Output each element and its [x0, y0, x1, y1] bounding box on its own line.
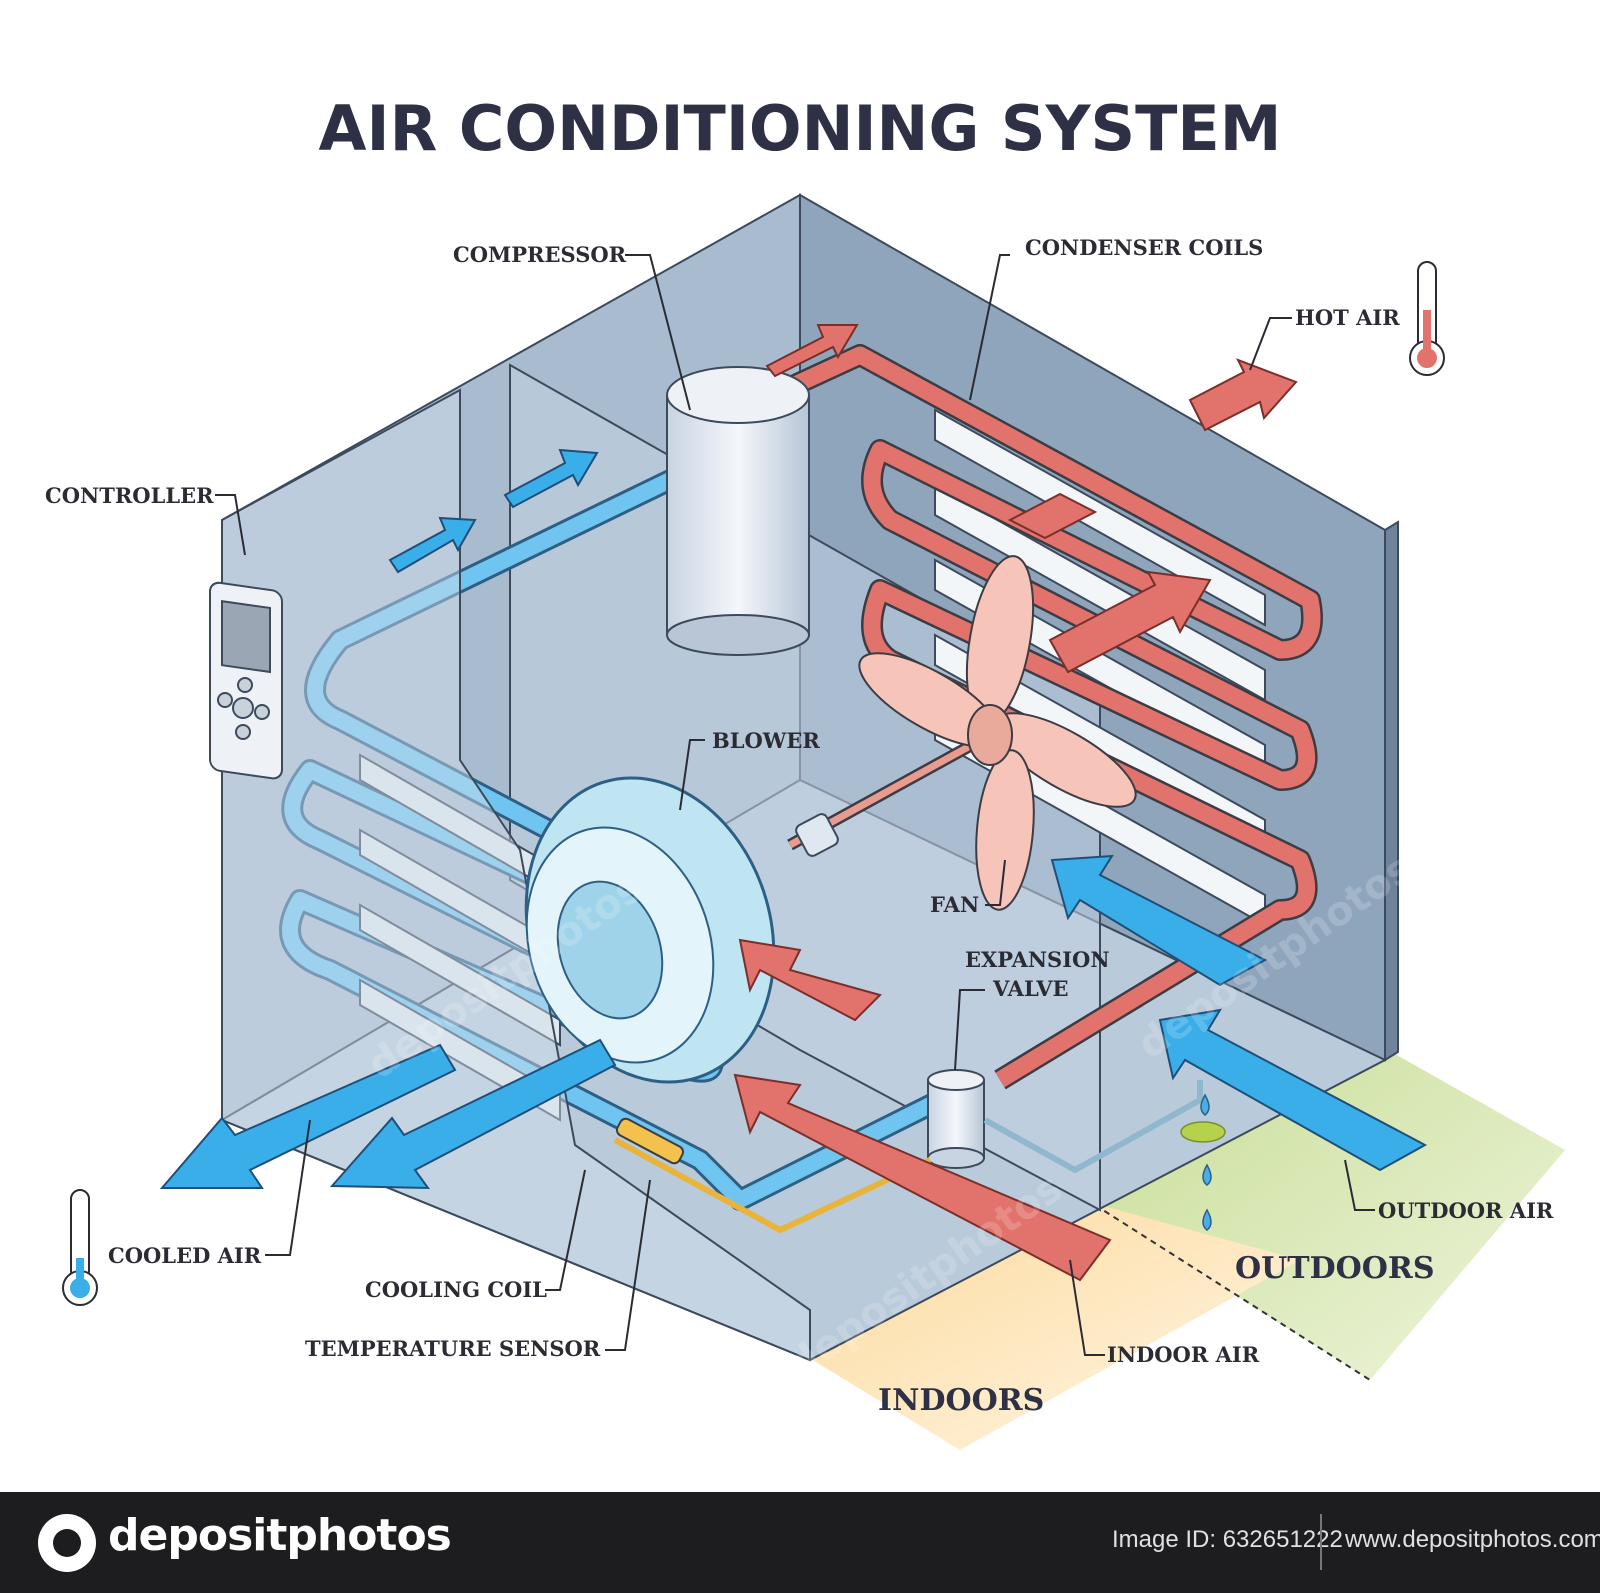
footer-brand: depositphotos: [108, 1510, 452, 1561]
footer-separator: [1320, 1514, 1322, 1570]
outdoor-ground: [1100, 1040, 1565, 1380]
cooling-coil-fill: [282, 460, 944, 1208]
condenser-coil-fill: [791, 346, 1321, 1088]
label-indoor-air: INDOOR AIR: [1107, 1342, 1260, 1367]
thermometer-cold-icon: [62, 1189, 98, 1306]
label-cooling-coil: COOLING COIL: [365, 1277, 547, 1302]
label-expansion-valve-line1: EXPANSION: [965, 947, 1110, 972]
arrow-outdoor-1: [1158, 1008, 1428, 1172]
label-hot-air: HOT AIR: [1295, 305, 1400, 330]
arrow-cooled-2: [329, 1038, 617, 1190]
water-drops: [1180, 1093, 1226, 1231]
arrow-suction-1: [388, 516, 477, 574]
label-controller: CONTROLLER: [45, 483, 214, 508]
temperature-sensor-wire: [613, 1137, 932, 1234]
temperature-sensor: [615, 1117, 685, 1165]
label-temperature-sensor: TEMPERATURE SENSOR: [305, 1336, 601, 1361]
label-fan: FAN: [930, 892, 979, 917]
arrow-condenser-1: [1007, 492, 1098, 540]
label-outdoor-air: OUTDOOR AIR: [1378, 1198, 1554, 1223]
fan: [858, 555, 1137, 911]
thermometer-hot-icon: [1409, 261, 1445, 376]
cooling-grille: [359, 753, 561, 1122]
leader-lines: [215, 254, 1375, 1356]
arrow-suction-2: [503, 448, 599, 509]
controller-device: [209, 581, 283, 780]
arrow-cooled-1: [159, 1043, 457, 1189]
housing-right-edge: [1384, 520, 1399, 1062]
camera-logo-icon: [38, 1514, 96, 1572]
compressor: [666, 366, 810, 656]
diagram-title: AIR CONDITIONING SYSTEM: [319, 92, 1282, 165]
housing-front-wall: [221, 388, 811, 1362]
footer-site-link[interactable]: www.depositphotos.com: [1345, 1526, 1600, 1553]
blower-wheel: [524, 776, 776, 1084]
arrow-outdoor-2: [1050, 854, 1268, 987]
diagram-svg: AIR CONDITIONING SYSTEM COMPRESSOR CONDE…: [45, 92, 1565, 1450]
footer-image-id: Image ID: 632651222: [1112, 1526, 1343, 1553]
label-indoors: INDOORS: [878, 1383, 1044, 1418]
label-outdoors: OUTDOORS: [1235, 1251, 1435, 1286]
expansion-valve: [927, 1069, 985, 1169]
label-expansion-valve-line2: VALVE: [992, 976, 1069, 1001]
label-compressor: COMPRESSOR: [453, 242, 627, 267]
cold-air-arrows: [159, 448, 1428, 1190]
arrow-hot-air-out: [1188, 358, 1298, 432]
shaft-coupling: [795, 813, 839, 857]
arrow-condenser-2: [1048, 570, 1212, 674]
label-blower: BLOWER: [712, 728, 820, 753]
arrow-blower-in: [738, 938, 882, 1022]
footer-bar: depositphotos Image ID: 632651222 www.de…: [0, 1492, 1600, 1593]
indoor-ground: [780, 1205, 1300, 1450]
arrow-compressor-out: [765, 324, 859, 378]
drain-pipe: [983, 1080, 1203, 1174]
label-cooled-air: COOLED AIR: [108, 1243, 262, 1268]
hot-air-arrows: [733, 324, 1298, 1282]
arrow-indoor-air: [733, 1073, 1112, 1282]
label-condenser-coils: CONDENSER COILS: [1025, 235, 1263, 260]
